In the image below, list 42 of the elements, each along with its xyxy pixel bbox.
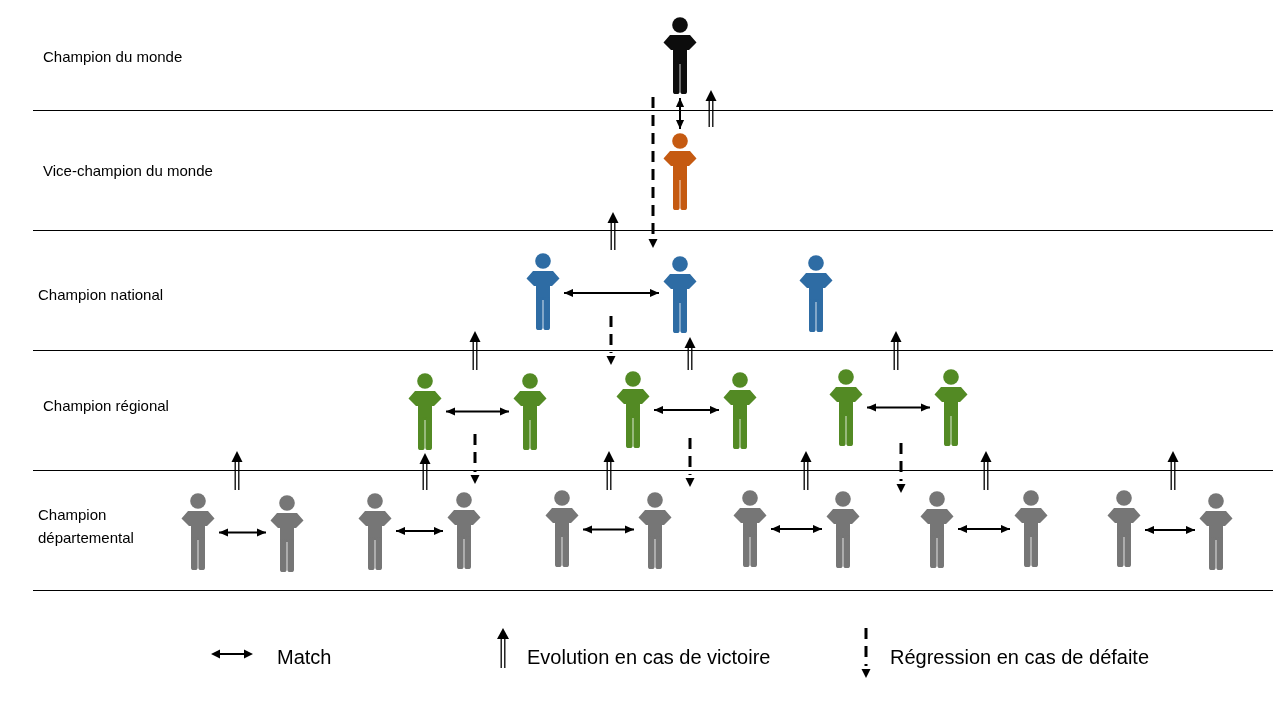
person-figure xyxy=(723,372,757,449)
person-figure xyxy=(1107,490,1141,567)
level-label: Champion du monde xyxy=(43,46,183,67)
double-arrow xyxy=(1144,525,1196,535)
double-arrow xyxy=(653,405,720,415)
person-figure xyxy=(447,492,481,569)
double-arrow xyxy=(445,407,510,416)
level-label: Champion départemental xyxy=(38,505,135,548)
person-figure xyxy=(358,493,392,570)
person-figure xyxy=(829,369,863,446)
person-figure xyxy=(826,491,860,568)
double-arrow xyxy=(395,526,444,536)
person-figure xyxy=(733,490,767,567)
person-figure xyxy=(526,253,560,330)
double-arrow xyxy=(218,528,267,537)
person-figure xyxy=(513,373,547,450)
legend-label: Régression en cas de défaite xyxy=(890,645,1150,669)
legend-label: Evolution en cas de victoire xyxy=(527,645,771,669)
level-label: Vice-champion du monde xyxy=(43,160,213,181)
double-arrow xyxy=(770,524,823,534)
person-figure xyxy=(408,373,442,450)
person-figure xyxy=(616,371,650,448)
double-arrow xyxy=(957,524,1011,534)
person-figure xyxy=(270,495,304,572)
person-figure xyxy=(799,255,833,332)
person-figure xyxy=(663,133,697,210)
double-arrow xyxy=(866,403,931,412)
person-figure xyxy=(181,493,215,570)
person-figure xyxy=(934,369,968,446)
double-arrow xyxy=(563,288,660,298)
level-label: Champion régional xyxy=(43,395,169,416)
person-figure xyxy=(638,492,672,569)
legend-label: Match xyxy=(277,645,332,669)
person-figure xyxy=(1014,490,1048,567)
person-figure xyxy=(920,491,954,568)
double-arrow xyxy=(582,525,635,534)
level-label: Champion national xyxy=(38,284,164,305)
person-figure xyxy=(663,256,697,333)
person-figure xyxy=(545,490,579,567)
person-figure xyxy=(1199,493,1233,570)
double-arrow xyxy=(675,97,685,130)
person-figure xyxy=(663,17,697,94)
